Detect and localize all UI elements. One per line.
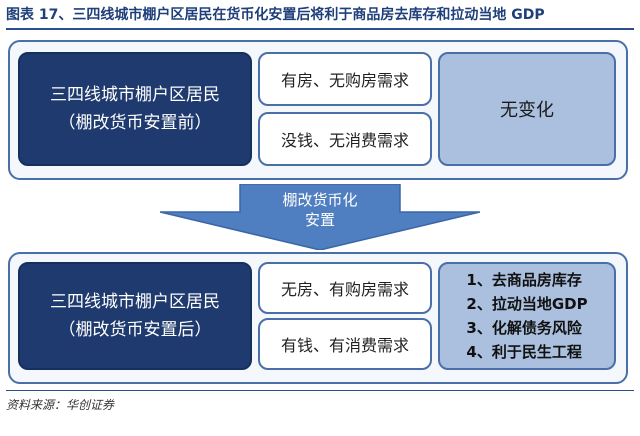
transition-arrow xyxy=(160,184,480,250)
after-effect-item: 2、拉动当地GDP xyxy=(466,295,588,313)
before-subject-box: 三四线城市棚户区居民 （棚改货币安置前） xyxy=(18,52,252,166)
after-effect-item: 3、化解债务风险 xyxy=(466,319,582,337)
after-condition-money: 有钱、有消费需求 xyxy=(258,318,432,370)
after-subject-line1: 三四线城市棚户区居民 xyxy=(50,292,220,312)
after-subject-box: 三四线城市棚户区居民 （棚改货币安置后） xyxy=(18,262,252,370)
before-condition-money: 没钱、无消费需求 xyxy=(258,112,432,166)
after-effects-box: 1、去商品房库存 2、拉动当地GDP 3、化解债务风险 4、利于民生工程 xyxy=(438,262,616,370)
transition-label-line2: 安置 xyxy=(304,211,335,229)
before-effect-box: 无变化 xyxy=(438,52,616,166)
source-divider xyxy=(6,390,634,391)
transition-label-line1: 棚改货币化 xyxy=(282,191,358,209)
figure-title: 图表 17、三四线城市棚户区居民在货币化安置后将利于商品房去库存和拉动当地 GD… xyxy=(6,7,545,23)
before-subject-line2: （棚改货币安置前） xyxy=(58,113,212,133)
after-condition-housing: 无房、有购房需求 xyxy=(258,262,432,314)
after-effect-item: 1、去商品房库存 xyxy=(466,271,582,289)
after-subject-line2: （棚改货币安置后） xyxy=(58,320,212,340)
transition-label: 棚改货币化 安置 xyxy=(260,190,380,230)
source-note: 资料来源：华创证券 xyxy=(6,398,115,412)
title-divider xyxy=(6,28,634,30)
after-effect-item: 4、利于民生工程 xyxy=(466,343,582,361)
before-condition-housing: 有房、无购房需求 xyxy=(258,52,432,106)
before-subject-line1: 三四线城市棚户区居民 xyxy=(50,85,220,105)
